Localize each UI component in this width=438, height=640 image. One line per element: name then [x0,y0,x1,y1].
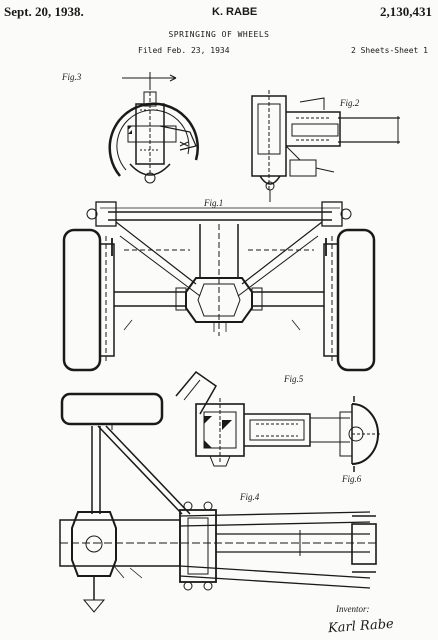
fig5-label: Fig.5 [283,374,304,384]
patent-number: 2,130,431 [380,4,432,19]
patent-date: Sept. 20, 1938. [4,4,84,19]
fig2-drawing [251,90,400,202]
fig5-drawing [175,370,350,467]
fig4-label: Fig.4 [239,492,260,502]
fig1-label: Fig.1 [203,198,223,208]
fig6-label: Fig.6 [341,474,362,484]
inventor-label: Inventor: [336,604,370,614]
fig3-label: Fig.3 [61,72,82,82]
fig4-drawing [59,392,378,613]
fig1-drawing [62,201,376,372]
fig2-label: Fig.2 [339,98,360,108]
inventor-name: K. RABE [212,6,258,18]
fig3-drawing [108,72,199,184]
sheet-info: 2 Sheets-Sheet 1 [350,46,428,55]
fig6-drawing [339,396,382,472]
patent-title: SPRINGING OF WHEELS [168,30,270,39]
filed-date: Filed Feb. 23, 1934 [138,46,230,55]
